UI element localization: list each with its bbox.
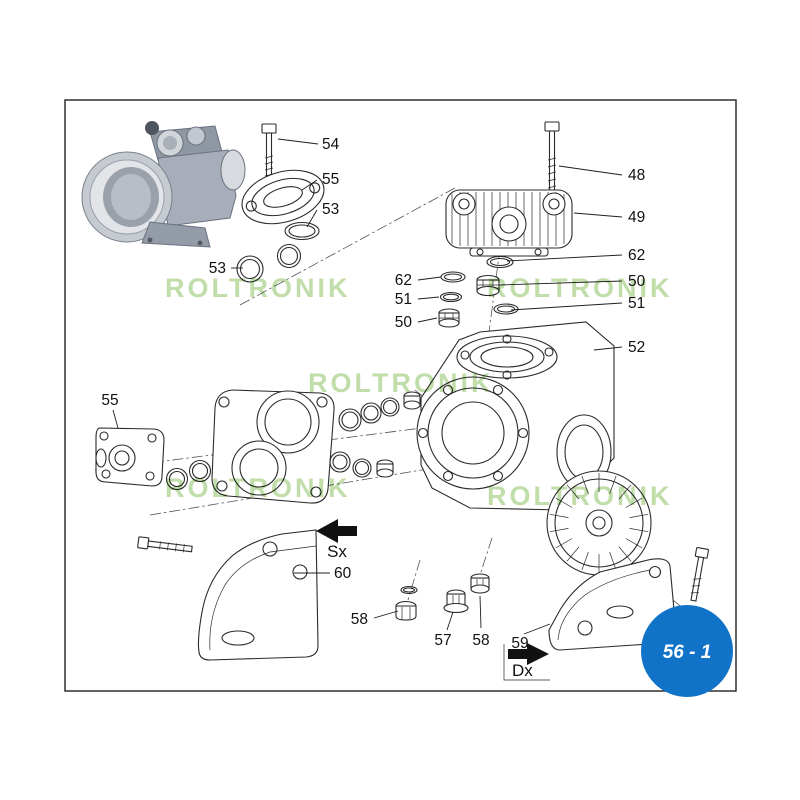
callout-51-left: 51: [395, 291, 412, 308]
part-bolt-57: [443, 589, 469, 614]
part-bolt-54: [261, 123, 277, 181]
part-bracket-60: [197, 529, 319, 661]
callout-50-left: 50: [395, 314, 413, 331]
callout-49: 49: [628, 209, 645, 226]
callout-52: 52: [628, 339, 645, 356]
product-photo: [81, 121, 246, 248]
dx-direction: Dx: [503, 643, 550, 681]
part-oring-53-top: [284, 221, 320, 241]
badge-circle: [641, 605, 733, 697]
watermark: ROLTRONIK: [308, 368, 493, 398]
right-arrow-icon: [508, 643, 549, 665]
callout-55-top: 55: [322, 171, 339, 188]
callout-57: 57: [434, 632, 451, 649]
page-badge: 56 - 1: [641, 605, 733, 697]
part-oring-row: [165, 391, 421, 491]
callout-54: 54: [322, 136, 340, 153]
callout-labels: 54 55 53 53 48 49 62 50 51 52 62 51 50 5…: [101, 136, 645, 652]
callout-62-right: 62: [628, 247, 645, 264]
callout-48: 48: [628, 167, 645, 184]
part-plug-58-left: [395, 585, 418, 621]
sx-direction: Sx: [316, 519, 357, 561]
left-arrow-icon: [316, 519, 357, 543]
part-plug-58-right: [470, 573, 490, 594]
part-flange-55: [241, 169, 325, 225]
callout-60: 60: [334, 565, 352, 582]
part-head-49: [445, 189, 573, 257]
diagram-border: [64, 99, 737, 692]
callout-59: 59: [511, 635, 528, 652]
leader-lines: [112, 138, 623, 635]
callout-50-right: 50: [628, 273, 646, 290]
part-bracket-59: [548, 558, 677, 651]
part-bolt-60: [137, 536, 193, 553]
watermark: ROLTRONIK: [487, 481, 672, 511]
watermark-layer: ROLTRONIK ROLTRONIK ROLTRONIK ROLTRONIK …: [165, 273, 672, 511]
part-cover-55: [95, 427, 165, 487]
part-valve-stack-right: [476, 255, 519, 315]
part-oring-53-left: [236, 243, 302, 283]
callout-53-left: 53: [209, 260, 226, 277]
badge-label: 56 - 1: [663, 642, 712, 663]
callout-55-left: 55: [101, 392, 118, 409]
part-valve-stack-left: [438, 271, 466, 328]
callout-58-right: 58: [472, 632, 489, 649]
callout-51-right: 51: [628, 295, 645, 312]
part-bolt-48: [544, 121, 560, 192]
watermark: ROLTRONIK: [165, 473, 350, 503]
part-bolt-59: [690, 546, 709, 602]
watermark: ROLTRONIK: [165, 273, 350, 303]
part-pump-body-52: [416, 321, 615, 511]
watermark: ROLTRONIK: [487, 273, 672, 303]
callout-62-left: 62: [395, 272, 412, 289]
dx-label: Dx: [512, 661, 533, 680]
sx-label: Sx: [327, 542, 347, 561]
part-manifold-plate: [211, 389, 335, 504]
callout-58-left: 58: [351, 611, 368, 628]
part-diaphragm-cover: [546, 470, 652, 576]
callout-53-top: 53: [322, 201, 339, 218]
